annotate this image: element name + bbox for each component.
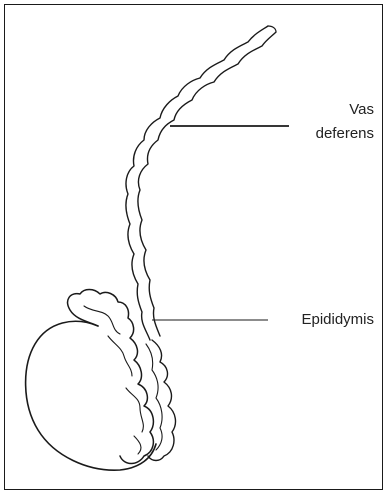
epididymis-label: Epididymis [301, 308, 374, 332]
vas-deferens-label-line1: Vas [316, 98, 374, 122]
vas-deferens-right-wall [138, 32, 276, 336]
vas-deferens-label: Vas deferens [316, 98, 374, 146]
vas-deferens-label-line2: deferens [316, 122, 374, 146]
vas-deferens-top-cap [268, 26, 276, 32]
epididymis-fold-3 [126, 388, 143, 432]
epididymis-fold-4 [134, 436, 141, 454]
testis-outline [26, 321, 156, 470]
vas-deferens-left-wall [126, 26, 268, 340]
epididymis-outer [68, 290, 154, 464]
epididymis-fold-2 [108, 336, 132, 376]
epididymis-fold-1 [84, 306, 120, 334]
epididymis-tail-inner [146, 344, 162, 450]
